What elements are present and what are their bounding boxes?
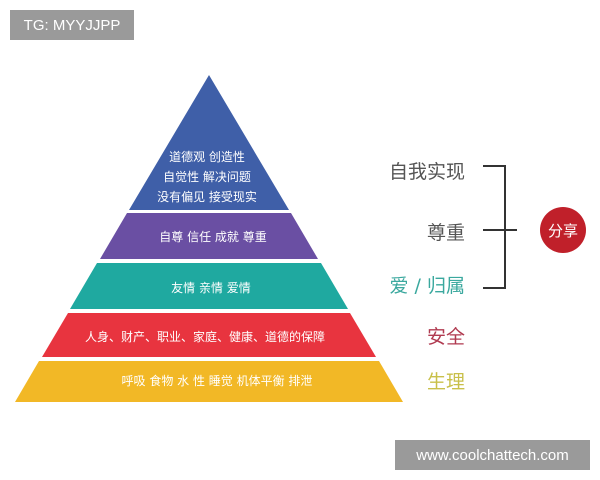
share-badge-text: 分享 <box>548 222 578 240</box>
layer-text: 道德观 创造性 <box>169 149 245 164</box>
pyramid-layer-self-actualization <box>129 75 289 210</box>
layer-text: 自觉性 解决问题 <box>163 170 251 184</box>
watermark-top-left: TG: MYYJJPP <box>10 10 134 40</box>
pyramid-layer-belonging <box>70 263 348 309</box>
layer-text: 友情 亲情 爱情 <box>171 281 251 295</box>
layer-text: 人身、财产、职业、家庭、健康、道德的保障 <box>85 329 325 344</box>
label-self-actualization: 自我实现 <box>389 161 465 183</box>
label-esteem: 尊重 <box>427 222 465 244</box>
layer-text: 没有偏见 接受现实 <box>157 189 257 204</box>
layer-text: 呼吸 食物 水 性 睡觉 机体平衡 排泄 <box>122 373 313 388</box>
share-badge <box>540 207 586 253</box>
label-belonging: 爱 / 归属 <box>390 275 465 297</box>
pyramid-layer-esteem <box>100 213 318 259</box>
watermark-bottom-right: www.coolchattech.com <box>395 440 590 470</box>
layer-text: 自尊 信任 成就 尊重 <box>159 229 266 244</box>
label-physiological: 生理 <box>427 371 465 393</box>
pyramid-layer-safety <box>42 313 376 357</box>
bracket <box>483 165 517 289</box>
label-safety: 安全 <box>427 326 465 348</box>
pyramid-layer-physiological <box>15 361 403 402</box>
